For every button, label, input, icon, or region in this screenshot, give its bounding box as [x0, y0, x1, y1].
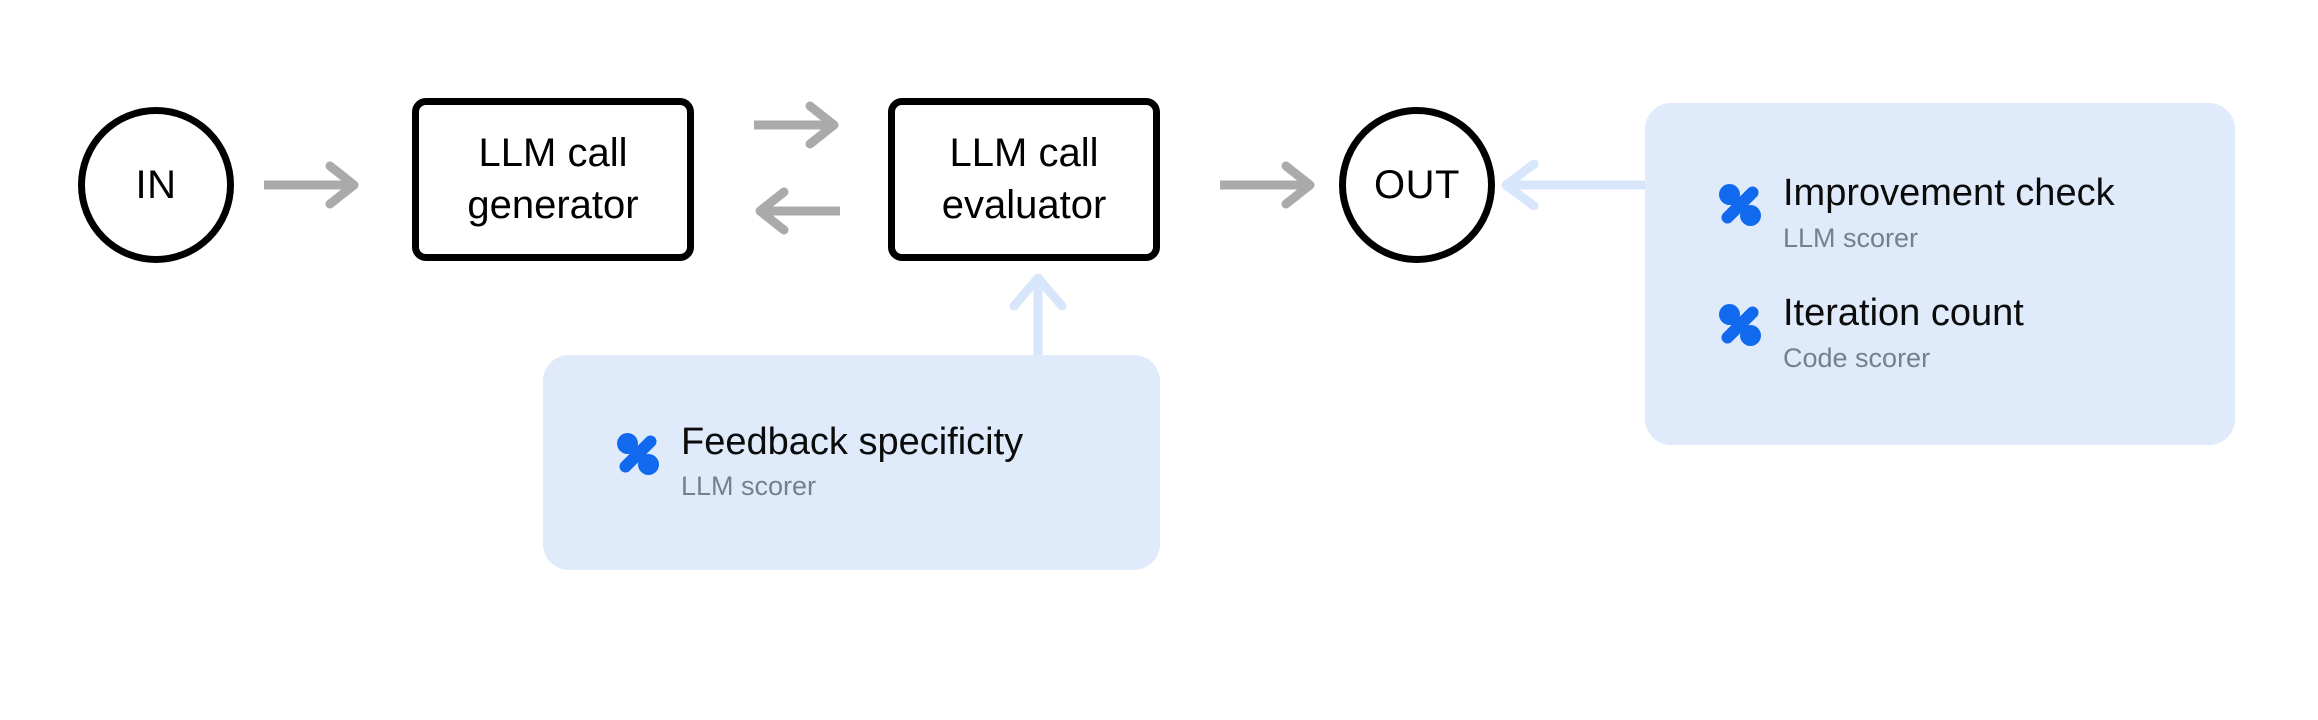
- output-scorers-panel[interactable]: Improvement check LLM scorer Iteration c…: [1645, 103, 2235, 445]
- node-llm-call-generator-label-line1: LLM call: [478, 131, 628, 176]
- scorer-name: Improvement check: [1783, 172, 2115, 215]
- node-out-label: OUT: [1374, 163, 1460, 207]
- arrow-evaluator-to-generator: [752, 186, 842, 236]
- scorer-item[interactable]: Iteration count Code scorer: [1717, 292, 2235, 376]
- scorer-kind: Code scorer: [1783, 342, 1931, 373]
- scorer-name: Iteration count: [1783, 292, 2024, 334]
- scorer-item[interactable]: Improvement check LLM scorer: [1717, 172, 2235, 256]
- scorer-text: Improvement check LLM scorer: [1783, 172, 2115, 256]
- node-llm-call-evaluator-label-line2: evaluator: [941, 182, 1107, 227]
- percent-scorer-icon: [1717, 302, 1763, 348]
- node-llm-call-generator[interactable]: LLM call generator: [412, 98, 694, 261]
- node-llm-call-generator-label-line2: generator: [467, 182, 639, 227]
- node-llm-call-evaluator[interactable]: LLM call evaluator: [888, 98, 1160, 261]
- scorer-name: Feedback specificity: [681, 420, 1024, 463]
- percent-scorer-icon: [1717, 182, 1763, 228]
- scorer-item[interactable]: Feedback specificity LLM scorer: [615, 421, 1160, 505]
- node-in[interactable]: IN: [78, 107, 234, 263]
- arrow-generator-to-evaluator: [752, 100, 842, 150]
- arrow-left-icon: [755, 187, 840, 235]
- node-llm-call-evaluator-label: LLM call evaluator: [928, 128, 1121, 230]
- arrow-right-icon: [264, 161, 359, 209]
- arrow-right-icon: [1220, 161, 1315, 209]
- percent-scorer-icon: [615, 431, 661, 477]
- node-out[interactable]: OUT: [1339, 107, 1495, 263]
- node-llm-call-generator-label: LLM call generator: [453, 128, 652, 230]
- feedback-scorer-panel[interactable]: Feedback specificity LLM scorer: [543, 355, 1160, 570]
- arrow-up-icon: [1009, 273, 1067, 362]
- scorer-text: Iteration count Code scorer: [1783, 292, 2024, 376]
- arrow-left-icon: [1501, 159, 1650, 211]
- arrow-in-to-generator: [262, 160, 362, 210]
- arrow-feedback-scorer-to-evaluator: [998, 272, 1078, 364]
- arrow-evaluator-to-out: [1218, 160, 1318, 210]
- scorer-text: Feedback specificity LLM scorer: [681, 421, 1023, 505]
- scorer-kind: LLM scorer: [681, 471, 817, 502]
- arrow-right-icon: [754, 101, 839, 149]
- arrow-output-scorers-to-out: [1500, 159, 1652, 211]
- scorer-kind: LLM scorer: [1783, 222, 1919, 253]
- node-in-label: IN: [135, 163, 177, 207]
- node-llm-call-evaluator-label-line1: LLM call: [949, 131, 1099, 176]
